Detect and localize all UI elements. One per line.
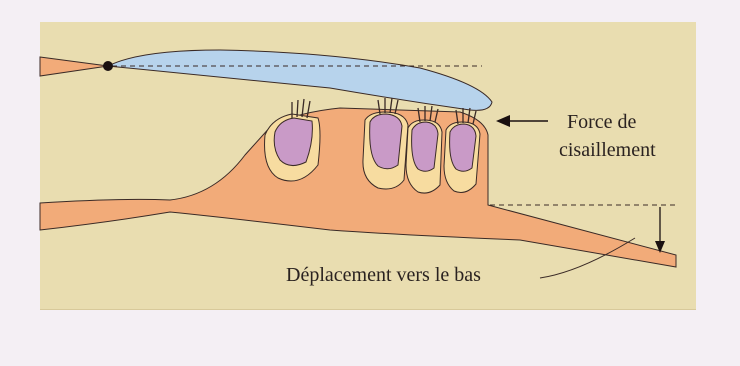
shear-force-label-line1: Force de xyxy=(567,111,636,133)
tectorial-membrane xyxy=(108,50,492,110)
shear-force-arrow xyxy=(496,115,548,127)
inner-hair-cell xyxy=(265,99,320,181)
downward-displacement-label: Déplacement vers le bas xyxy=(286,264,481,286)
limbus-strip xyxy=(40,57,108,76)
downward-displacement-arrow xyxy=(655,207,665,253)
shear-force-label-line2: cisaillement xyxy=(559,139,656,161)
pivot-point xyxy=(103,61,113,71)
